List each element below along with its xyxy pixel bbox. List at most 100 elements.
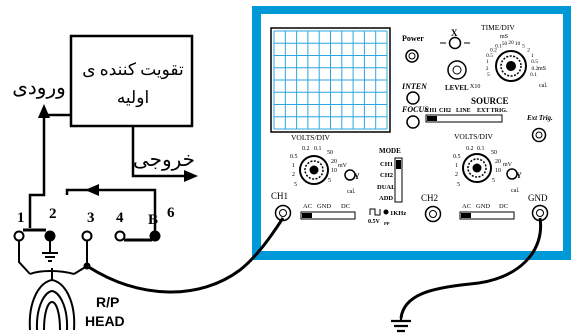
input-arrow xyxy=(38,104,50,118)
mode-selector-thumb xyxy=(396,160,401,169)
terminal-b[interactable] xyxy=(149,230,161,242)
mode-dual: DUAL xyxy=(377,184,396,191)
ch2-scale-8: 10 xyxy=(495,168,501,174)
ch2-coupling-thumb xyxy=(461,213,471,218)
ch1-y-label: Y xyxy=(354,172,360,181)
time-scale-label: 1 xyxy=(531,53,534,59)
ch2-coupling-switch[interactable] xyxy=(459,211,515,220)
inten-knob[interactable] xyxy=(406,91,420,105)
rp-head-coil xyxy=(28,265,88,331)
source-selector-thumb xyxy=(427,116,437,121)
mode-add: ADD xyxy=(379,195,393,202)
power-switch-inner xyxy=(408,52,416,60)
screen-grid xyxy=(273,30,388,130)
ch2-scale-5: 5 xyxy=(457,182,460,188)
ch2-y-label: Y xyxy=(516,171,522,180)
mode-label: MODE xyxy=(379,147,401,155)
power-label: Power xyxy=(402,34,424,43)
ch1-scale-6: 50 xyxy=(327,150,333,156)
time-cal-label: cal. xyxy=(539,83,548,89)
head-section: 1 2 3 4 B 6 R/P HEAD xyxy=(13,205,175,331)
ch2-label: CH2 xyxy=(421,193,438,203)
ch1-coupling-thumb xyxy=(302,213,312,218)
source-ext: EXT TRIG. xyxy=(477,108,508,114)
mode-ch2: CH2 xyxy=(380,172,393,179)
mode-selector[interactable] xyxy=(394,157,403,203)
ch1-scale-7: 20 xyxy=(331,159,337,165)
terminal-4-label: 4 xyxy=(116,210,124,226)
ch1-coupling-gnd: GND xyxy=(317,203,331,210)
ext-trig-connector-inner xyxy=(535,131,543,139)
ch1-coupling-ac: AC xyxy=(303,203,312,210)
ch2-scale-0: 0.2 xyxy=(466,146,474,152)
time-scale-label: 1 xyxy=(486,59,489,65)
time-div-knob-cap xyxy=(506,61,516,71)
ch2-y-knob[interactable] xyxy=(506,168,518,180)
terminal-4[interactable] xyxy=(114,230,126,242)
x-mag-label: X10 xyxy=(470,84,480,90)
time-scale-label: 0.2 xyxy=(531,66,538,72)
calibrator-terminal[interactable] xyxy=(383,209,389,215)
level-label: LEVEL xyxy=(445,84,469,92)
calibrator-square-wave-icon xyxy=(369,208,381,216)
b-arrow xyxy=(85,184,99,196)
source-selector[interactable] xyxy=(425,114,503,123)
ch2-connector-inner xyxy=(429,210,437,218)
ch2-cal-label: cal. xyxy=(511,188,520,194)
gnd-probe-wire xyxy=(399,217,543,319)
time-scale-label: 0.1 xyxy=(495,44,502,50)
ch1-coupling-dc: DC xyxy=(341,203,350,210)
b-label: B xyxy=(148,212,158,228)
ch1-scale-2: 0.5 xyxy=(290,154,298,160)
ch1-scale-8: 10 xyxy=(331,168,337,174)
terminal-3[interactable] xyxy=(81,230,93,242)
ch2-scale-1: 0.1 xyxy=(477,146,485,152)
input-label: ورودی xyxy=(12,77,66,99)
ch2-volts-div-label: VOLTS/DIV xyxy=(454,132,493,141)
ch2-coupling-gnd: GND xyxy=(476,203,490,210)
cal-pp-label: PP xyxy=(384,221,390,226)
gnd-connector-inner xyxy=(536,209,544,217)
cal-volt-label: 0.5V xyxy=(368,219,381,225)
terminal-1-wire xyxy=(18,240,31,275)
preamp-box xyxy=(69,34,194,128)
terminal-2[interactable] xyxy=(44,230,56,242)
terminal-1-label: 1 xyxy=(17,210,25,226)
focus-knob[interactable] xyxy=(406,115,420,129)
ch2-volts-knob-cap xyxy=(472,163,482,173)
time-div-label: TIME/DIV xyxy=(481,23,515,32)
focus-label: FOCUS xyxy=(401,105,429,114)
x-position-knob[interactable] xyxy=(448,36,462,50)
time-unit-right: mS xyxy=(538,66,546,72)
time-scale-label: 2 xyxy=(527,48,530,54)
ch2-scale-6: 50 xyxy=(491,150,497,156)
earth-ground-icon xyxy=(391,318,411,333)
ch2-volts-knob-ring xyxy=(467,158,487,178)
gnd-label: GND xyxy=(528,193,548,203)
ch1-coupling-switch[interactable] xyxy=(300,211,356,220)
terminal-3-label: 3 xyxy=(87,210,95,226)
source-ch2: CH2 xyxy=(439,108,451,114)
level-knob[interactable] xyxy=(447,60,467,80)
output-arrow xyxy=(184,170,198,182)
ch2-connector[interactable] xyxy=(424,205,442,223)
ch2-coupling-dc: DC xyxy=(499,203,508,210)
time-scale-label: 0.5 xyxy=(531,59,538,65)
ch1-volts-knob-cap xyxy=(309,165,319,175)
ch1-scale-1: 0.1 xyxy=(314,146,322,152)
level-knob-inner xyxy=(452,65,462,75)
time-scale-label: 5 xyxy=(522,44,525,50)
ext-trig-connector[interactable] xyxy=(531,127,547,143)
ground-2 xyxy=(42,240,58,262)
terminal-1[interactable] xyxy=(13,230,25,242)
ch1-y-knob[interactable] xyxy=(344,169,356,181)
ch1-unit: mV xyxy=(338,163,348,169)
ch2-scale-7: 20 xyxy=(495,159,501,165)
ch1-probe-wire xyxy=(86,217,285,294)
inten-label: INTEN xyxy=(401,82,428,91)
time-scale-label: 5 xyxy=(487,72,490,78)
power-switch[interactable] xyxy=(405,49,419,63)
source-ch1: CH1 xyxy=(425,108,437,114)
